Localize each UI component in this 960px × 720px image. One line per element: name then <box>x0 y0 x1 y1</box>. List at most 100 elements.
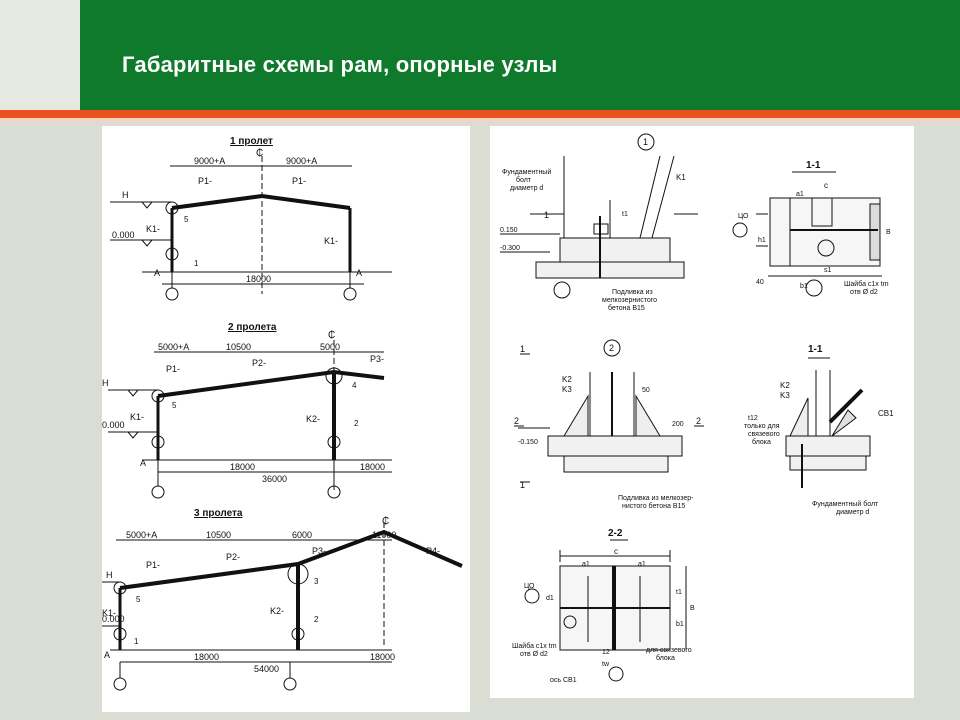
node1-bolt-line2: болт <box>516 176 532 184</box>
sec22-t1: t1 <box>676 589 682 596</box>
span3-axis-a: A <box>104 650 110 660</box>
node2-dim-200: 200 <box>672 421 684 428</box>
header-bar <box>80 0 960 110</box>
sec11b-bolt-line1: Фундаментный болт <box>812 500 879 508</box>
sec11a-washer: Шайба с1x tm <box>844 280 889 288</box>
node2-level: -0.150 <box>518 439 538 446</box>
sec11a-a1: a1 <box>796 191 804 198</box>
sec11b-cb1: CB1 <box>878 409 894 418</box>
span3-label-p1: P1- <box>146 560 160 570</box>
node1-level-top: 0.150 <box>500 227 518 234</box>
support-nodes-panel: 1 Фундаментный болт диаметр d K1 1 0.150… <box>490 126 914 698</box>
span2-label-p3: P3- <box>370 354 384 364</box>
span3-label-k2: K2- <box>270 606 284 616</box>
node2-label-k3: K3 <box>562 385 572 394</box>
span1-axis: ₵ <box>256 147 263 159</box>
sec22-hole: отв Ø d2 <box>520 651 548 658</box>
node1-number: 1 <box>643 137 648 147</box>
span2-label-p2: P2- <box>252 358 266 368</box>
node2-mark-2-right: 2 <box>696 416 701 426</box>
frame-schemes-drawing: 1 пролет ₵ 9000+A 9000+A 18000 P1- P1- K… <box>102 136 463 691</box>
span2-dim-b: 10500 <box>226 342 251 352</box>
span1-label-h: H <box>122 190 129 200</box>
sec22-a1-left: a1 <box>582 561 590 568</box>
span1-node-1: 1 <box>194 259 199 268</box>
span2-axis: ₵ <box>328 329 335 341</box>
node2-mark-1-top: 1 <box>520 344 525 354</box>
node1-grout-line1: Подливка из <box>612 289 653 296</box>
span3-node-3: 3 <box>314 577 319 586</box>
span2-label-k2: K2- <box>306 414 320 424</box>
span1-axis-a-left: A <box>154 268 160 278</box>
sec22-brace-line1: для связевого <box>646 647 692 654</box>
sec11a-b: B <box>886 229 891 236</box>
span3-label-p3: P3- <box>312 546 326 556</box>
span3-label-zero: 0.000 <box>102 614 125 624</box>
span1-label-k1-right: K1- <box>324 236 338 246</box>
span3-node-1: 1 <box>134 637 139 646</box>
span3-dim-total: 54000 <box>254 664 279 674</box>
sec22-brace-line2: блока <box>656 654 675 662</box>
span2-label-zero: 0.000 <box>102 420 125 430</box>
frame-schemes-panel: 1 пролет ₵ 9000+A 9000+A 18000 P1- P1- K… <box>102 126 470 712</box>
span3-dim-b: 10500 <box>206 530 231 540</box>
span3-label-p2: P2- <box>226 552 240 562</box>
span3-dim-e: 18000 <box>194 652 219 662</box>
accent-underline <box>0 118 960 122</box>
sec11b-t12: t12 <box>748 415 758 422</box>
span3-heading: 3 пролета <box>194 508 243 519</box>
span3-dim-d: 11000 <box>372 530 396 540</box>
span1-node-5: 5 <box>184 215 189 224</box>
left-strip <box>0 0 80 110</box>
sec11a-s1: s1 <box>824 267 832 274</box>
span1-label-p1-right: P1- <box>292 176 306 186</box>
sec22-dim-12: 12 <box>602 649 610 656</box>
sec11a-c: c <box>824 181 828 190</box>
span3-dim-c: 6000 <box>292 530 312 540</box>
span3-node-2: 2 <box>314 615 319 624</box>
sec11b-k3: K3 <box>780 391 790 400</box>
node1-grout-line2: мелкозернистого <box>602 297 657 304</box>
span2-node-5: 5 <box>172 401 177 410</box>
span1-dim-right: 9000+A <box>286 156 317 166</box>
span3-dim-f: 18000 <box>370 652 395 662</box>
span2-node-2: 2 <box>354 419 359 428</box>
sec22-d1: d1 <box>546 595 554 602</box>
node2-number: 2 <box>609 343 614 353</box>
sec22-a1-right: a1 <box>638 561 646 568</box>
node1-level-bottom: -0.300 <box>500 245 520 252</box>
node1-label-k1: K1 <box>676 173 686 182</box>
span3-dim-a: 5000+A <box>126 530 157 540</box>
sec11a-co: ЦО <box>738 213 749 220</box>
span1-axis-a-right: A <box>356 268 362 278</box>
accent-line <box>0 110 960 118</box>
node2-grout-line1: Подливка из мелкозер- <box>618 495 694 502</box>
sec11a-40: 40 <box>756 279 764 286</box>
span2-axis-a: A <box>140 458 146 468</box>
node1-bolt-line1: Фундаментный <box>502 168 551 176</box>
span2-dim-c: 5000 <box>320 342 340 352</box>
span2-dim-e: 18000 <box>360 462 385 472</box>
sec22-heading: 2-2 <box>608 528 623 539</box>
span1-label-p1-left: P1- <box>198 176 212 186</box>
node2-grout-line2: нистого бетона B15 <box>622 502 685 510</box>
span2-heading: 2 пролета <box>228 322 277 333</box>
node1-section-mark: 1 <box>544 210 549 220</box>
sec11a-hole: отв Ø d2 <box>850 289 878 296</box>
node1-grout-line3: бетона B15 <box>608 304 645 312</box>
span1-label-k1-left: K1- <box>146 224 160 234</box>
span3-axis: ₵ <box>382 515 389 527</box>
sec22-axis-cb1: ось CB1 <box>550 677 577 684</box>
sec11b-block: блока <box>752 438 771 446</box>
sec11a-heading: 1-1 <box>806 160 821 171</box>
span2-label-k1: K1- <box>130 412 144 422</box>
span2-label-p1: P1- <box>166 364 180 374</box>
sec22-b1: b1 <box>676 621 684 628</box>
sec11b-only-for: только для <box>744 423 780 430</box>
span2-node-4: 4 <box>352 381 357 390</box>
sec11b-brace: связевого <box>748 431 780 438</box>
span3-label-p4: P4- <box>426 546 440 556</box>
node1-bolt-line3: диаметр d <box>510 185 543 192</box>
node2-label-k2: K2 <box>562 375 572 384</box>
span2-dim-d: 18000 <box>230 462 255 472</box>
